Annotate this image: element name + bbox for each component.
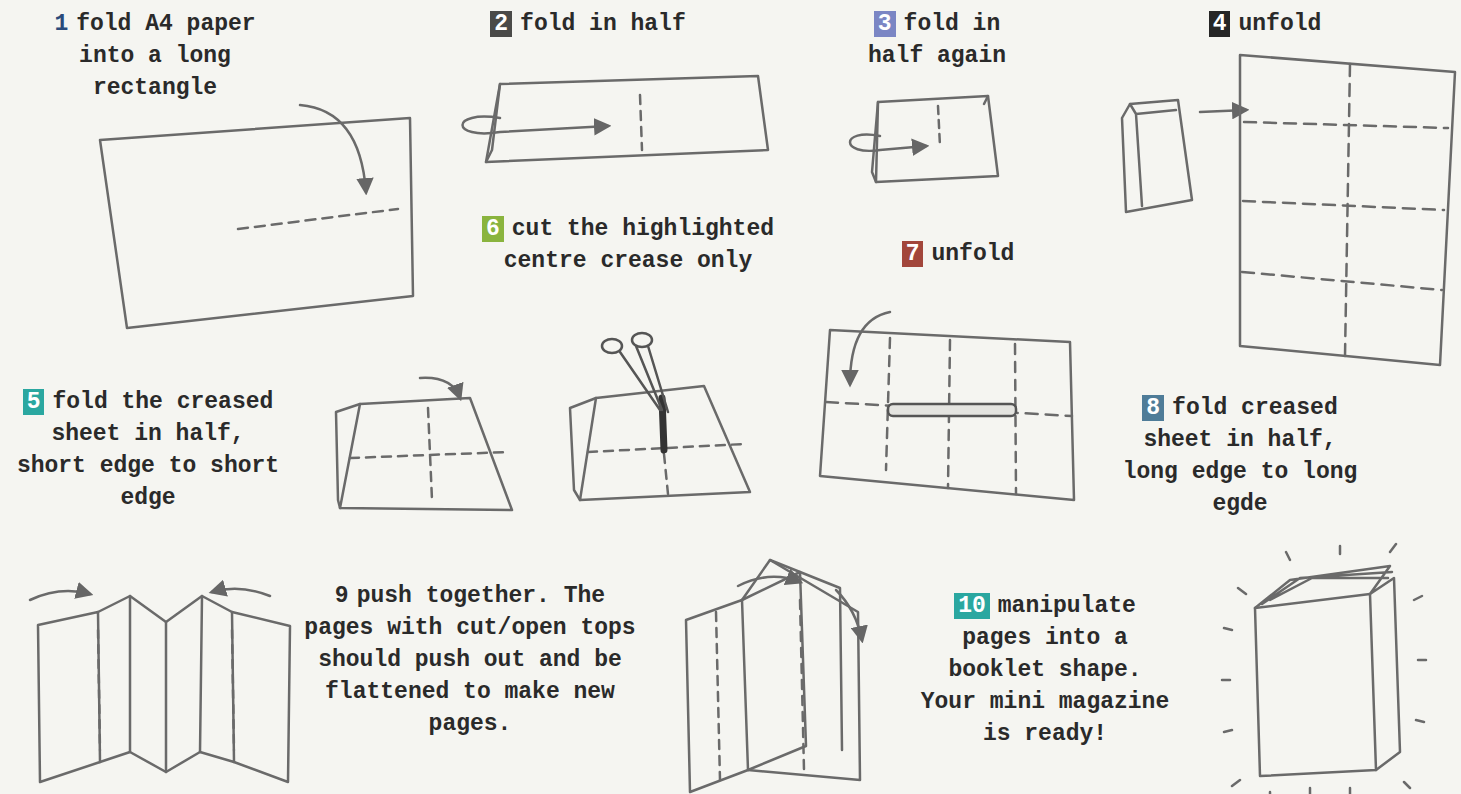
a4-sheet — [100, 105, 413, 328]
step-text: unfold — [931, 241, 1014, 267]
step-text: push together. The pages with cut/open t… — [304, 583, 635, 737]
step-instruction: 9push together. The pages with cut/open … — [300, 580, 640, 740]
step-number: 1 — [54, 11, 68, 37]
unfolded-sheet — [1122, 55, 1455, 365]
step-number: 7 — [902, 241, 924, 267]
step-text: fold A4 paper into a long rectangle — [76, 11, 255, 101]
step-number: 9 — [335, 583, 349, 609]
step-instruction: 4 unfold — [1165, 8, 1365, 40]
step-number: 4 — [1209, 11, 1231, 37]
step-instruction: 5fold the creased sheet in half, short e… — [12, 386, 284, 514]
folded-creased-sheet — [336, 378, 512, 510]
step-instruction: 3fold in half again — [842, 8, 1032, 72]
step-text: unfold — [1238, 11, 1321, 37]
step-text: fold the creased sheet in half, short ed… — [17, 389, 279, 511]
unfolded-slotted-sheet — [820, 312, 1074, 500]
step-text: cut the highlighted centre crease only — [504, 216, 774, 274]
step-number: 10 — [954, 593, 990, 619]
step-instruction: 8fold creased sheet in half, long edge t… — [1115, 392, 1365, 520]
standing-pages — [686, 560, 862, 792]
step-instruction: 7 unfold — [858, 238, 1058, 270]
step-number: 6 — [482, 216, 504, 242]
step-number: 3 — [874, 11, 896, 37]
scissors — [602, 333, 668, 412]
step-instruction: 6cut the highlighted centre crease only — [478, 213, 778, 277]
finished-booklet — [1222, 544, 1426, 794]
step-number: 2 — [490, 11, 512, 37]
step-instruction: 2 fold in half — [438, 8, 738, 40]
folded-quarter — [850, 96, 998, 182]
step-number: 8 — [1142, 395, 1164, 421]
folded-strip — [463, 76, 769, 162]
step-number: 5 — [23, 389, 45, 415]
step-instruction: 1 fold A4 paper into a long rectangle — [40, 8, 270, 104]
pushed-sheet — [30, 589, 290, 782]
step-instruction: 10manipulate pages into a booklet shape.… — [920, 590, 1170, 750]
step-text: fold in half — [520, 11, 686, 37]
